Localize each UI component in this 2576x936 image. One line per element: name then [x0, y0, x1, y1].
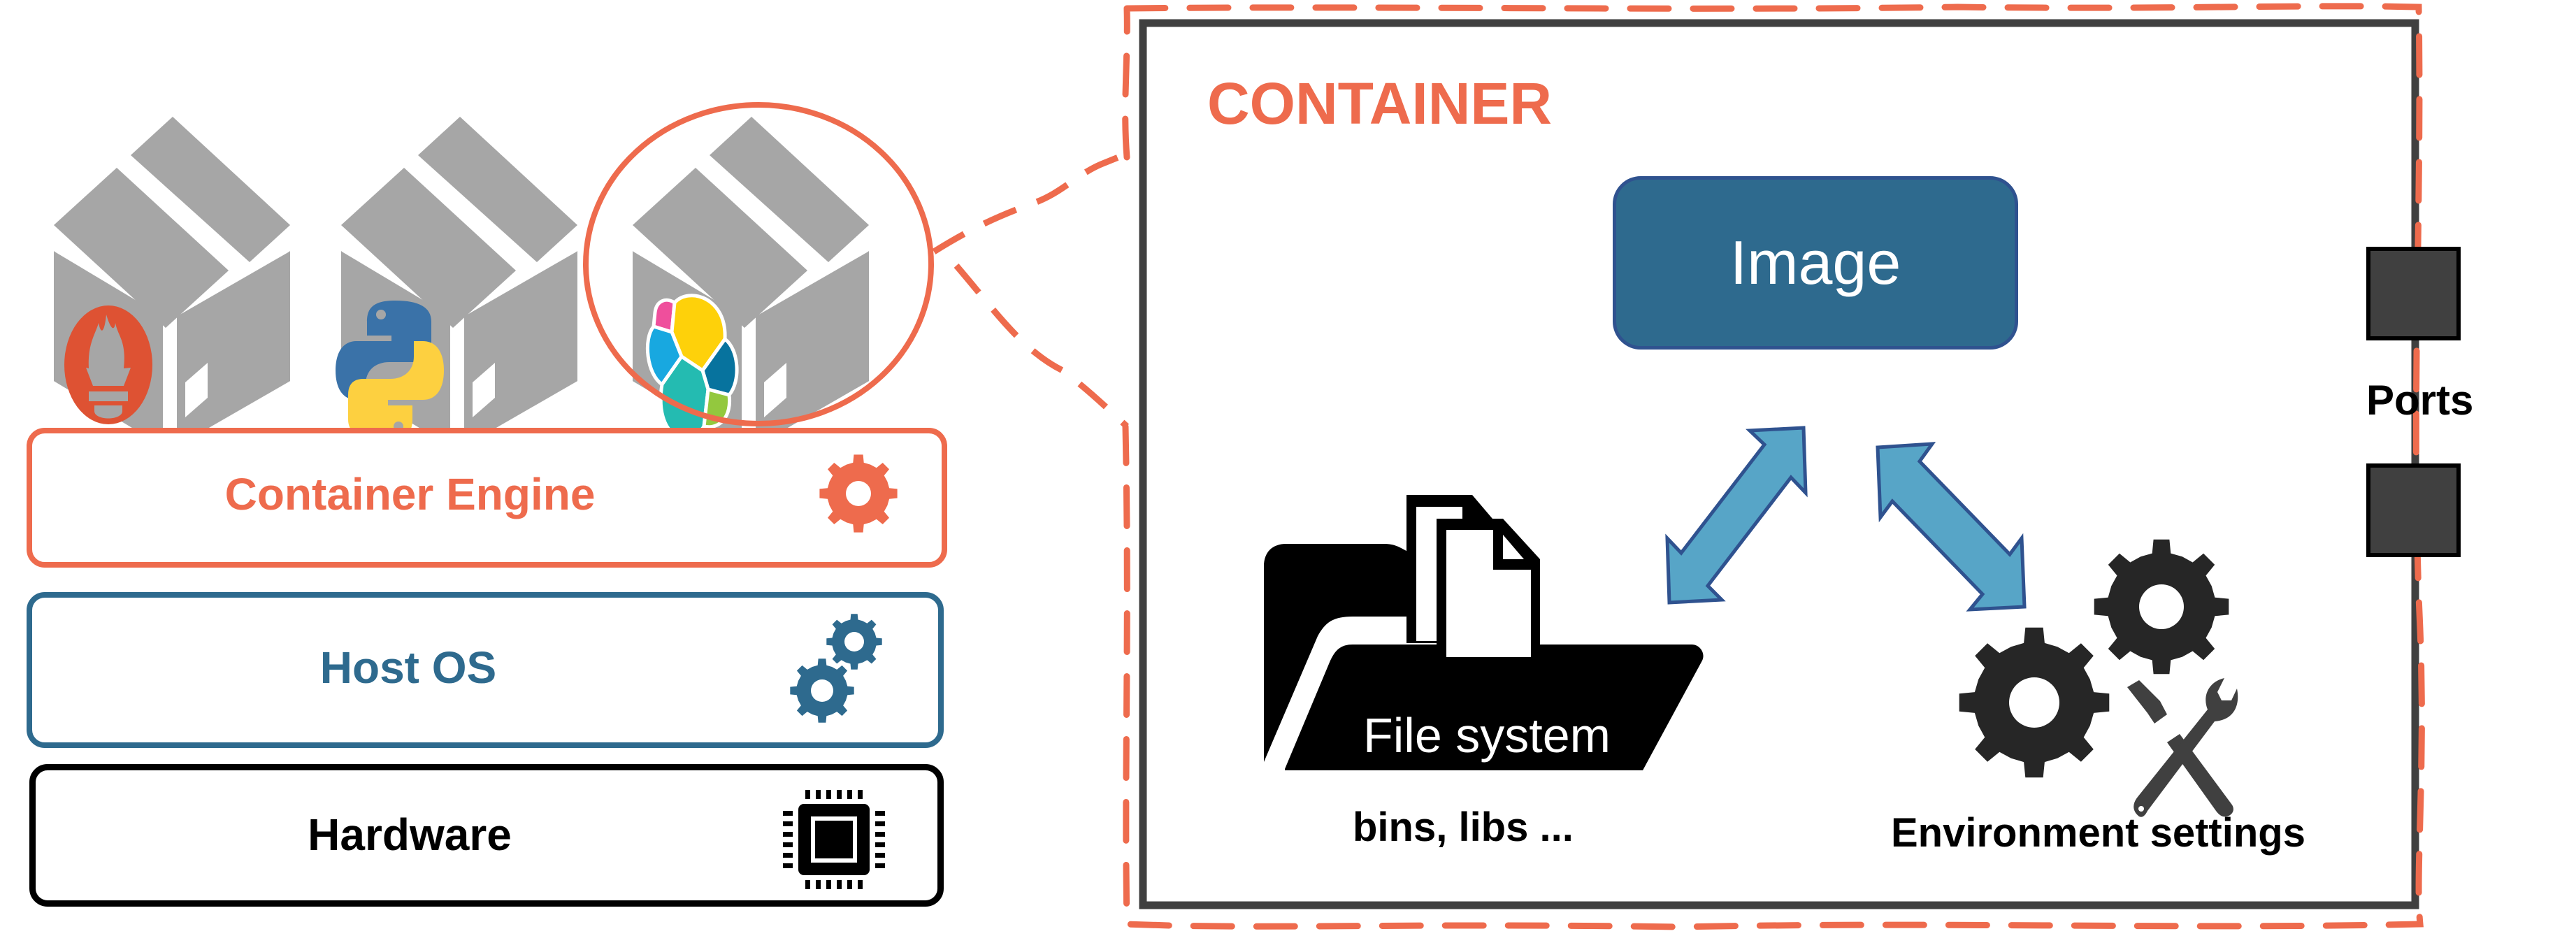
- arrow-image-environment: [1876, 442, 2027, 612]
- container-title: CONTAINER: [1207, 71, 1553, 136]
- folder-icon: [1264, 495, 1704, 770]
- hardware-label: Hardware: [308, 809, 512, 860]
- layer-container-engine: [27, 428, 947, 568]
- image-box: Image: [1613, 176, 2018, 350]
- highlight-circle: [583, 102, 934, 426]
- ports-label: Ports: [2366, 377, 2474, 424]
- environment-gears-icon: [1959, 539, 2229, 778]
- file-system-caption: bins, libs ...: [1353, 805, 1574, 850]
- container-engine-label: Container Engine: [224, 469, 596, 519]
- container-dashed-outline: [1122, 3, 2425, 930]
- box-label-window: [764, 363, 786, 417]
- arrow-image-filesystem: [1665, 426, 1808, 605]
- host-os-label: Host OS: [319, 642, 497, 693]
- python-logo-icon: [336, 301, 444, 440]
- port-bottom: [2366, 463, 2461, 557]
- file-system-label: File system: [1363, 708, 1611, 763]
- port-top: [2366, 247, 2461, 340]
- box-label-window: [185, 363, 208, 417]
- app-boxes: [54, 117, 869, 447]
- prometheus-torch-icon: [64, 305, 152, 424]
- environment-caption: Environment settings: [1891, 810, 2305, 856]
- gear-small-icon: [2094, 539, 2229, 675]
- box-label-window: [473, 363, 495, 417]
- tools-icon: [2127, 678, 2238, 817]
- image-label: Image: [1729, 228, 1901, 297]
- callout-line-bottom: [954, 264, 1130, 429]
- gear-large-icon: [1959, 627, 2110, 778]
